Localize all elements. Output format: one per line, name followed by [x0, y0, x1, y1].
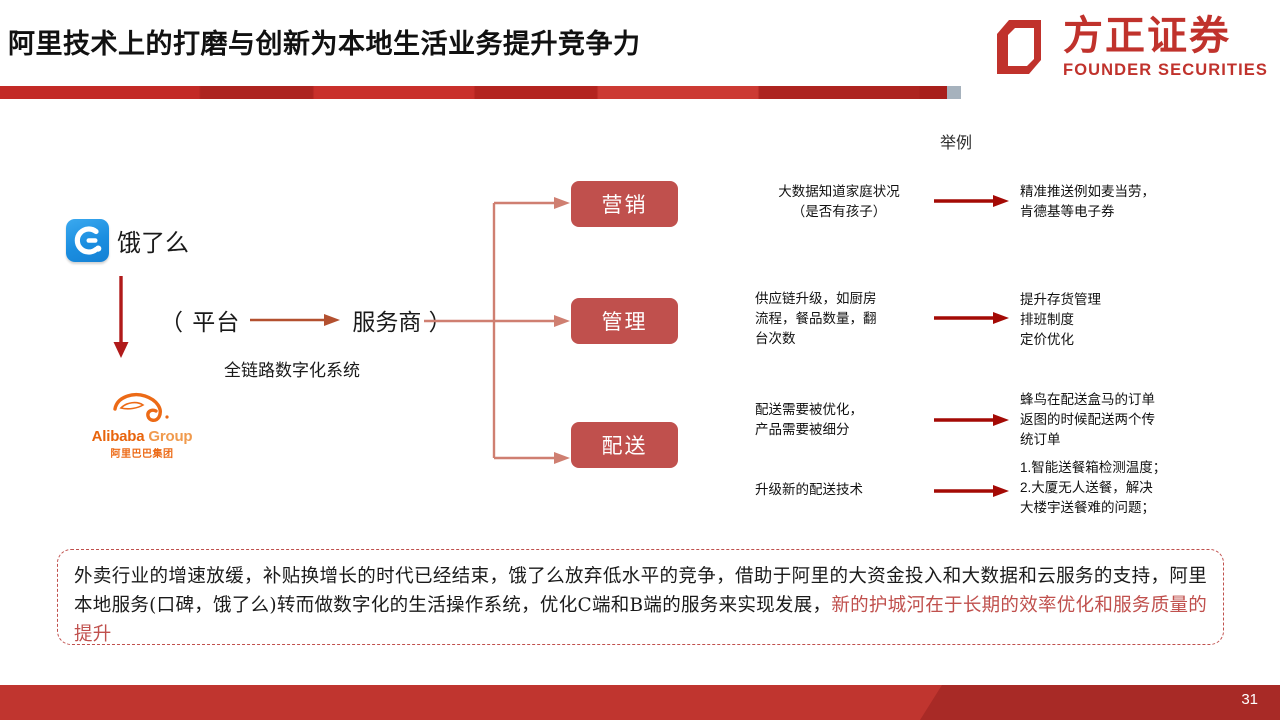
page-title: 阿里技术上的打磨与创新为本地生活业务提升竞争力	[8, 29, 641, 59]
example-need-3: 升级新的配送技术	[755, 482, 863, 497]
platform-to-provider-arrow-icon	[250, 312, 342, 328]
alibaba-name-cn: 阿里巴巴集团	[110, 449, 174, 460]
page-number: 31	[1241, 691, 1258, 708]
alibaba-word-alibaba: Alibaba	[91, 428, 145, 445]
example-arrow-1-icon	[934, 311, 1010, 330]
example-need-0: 大数据知道家庭状况 （是否有孩子）	[778, 184, 900, 219]
eleme-logo-icon	[66, 219, 109, 262]
category-box-management[interactable]: 管理	[571, 298, 678, 344]
category-box-marketing[interactable]: 营销	[571, 181, 678, 227]
alibaba-smile-icon	[78, 391, 206, 428]
digital-chain-label: 全链路数字化系统	[224, 361, 360, 381]
alibaba-brand: Alibaba Group 阿里巴巴集团	[78, 391, 206, 460]
summary-text: 外卖行业的增速放缓，补贴换增长的时代已经结束，饿了么放弃低水平的竞争，借助于阿里…	[74, 562, 1207, 649]
example-arrow-0-icon	[934, 194, 1010, 213]
category-box-delivery[interactable]: 配送	[571, 422, 678, 468]
platform-service-flow: （ 平台 服务商 ）	[160, 303, 452, 337]
alibaba-word-group: Group	[148, 428, 193, 445]
founder-securities-mark-icon	[987, 16, 1049, 78]
example-result-1: 提升存货管理 排班制度 定价优化	[1020, 292, 1101, 347]
example-result-0: 精准推送例如麦当劳， 肯德基等电子券	[1020, 184, 1155, 219]
example-need-2: 配送需要被优化， 产品需要被细分	[755, 402, 863, 437]
header-divider-bar	[0, 86, 947, 99]
eleme-to-alibaba-arrow-icon	[108, 276, 134, 367]
summary-callout-box: 外卖行业的增速放缓，补贴换增长的时代已经结束，饿了么放弃低水平的竞争，借助于阿里…	[57, 549, 1224, 645]
example-arrow-2-icon	[934, 413, 1010, 432]
summary-text-main: 外卖行业的增速放缓，补贴换增长的时代已经结束，饿了么放弃低水平的竞争，借助于阿里…	[74, 566, 1207, 616]
examples-heading: 举例	[940, 133, 973, 152]
example-result-2: 蜂鸟在配送盒马的订单 返图的时候配送两个传 统订单	[1020, 392, 1155, 447]
header-divider-cap	[947, 86, 961, 99]
example-need-1: 供应链升级，如厨房 流程，餐品数量，翻 台次数	[755, 291, 877, 346]
footer-bar	[0, 685, 1280, 720]
brand-logo: 方正证券 FOUNDER SECURITIES	[987, 16, 1268, 79]
brand-name-cn: 方正证券	[1063, 14, 1232, 58]
example-arrow-3-icon	[934, 484, 1010, 503]
footer-wedge	[920, 685, 1280, 720]
service-provider-label: 服务商 ）	[352, 310, 452, 336]
brand-name-en: FOUNDER SECURITIES	[1063, 61, 1268, 79]
alibaba-wordmark: Alibaba Group	[78, 428, 206, 445]
category-bracket-connector	[424, 186, 584, 481]
summary-text-highlight: 新的护城河在于长期的效率优化和服务质量的提升	[74, 595, 1207, 645]
eleme-brand: 饿了么	[66, 219, 189, 262]
eleme-label: 饿了么	[117, 229, 189, 257]
example-result-3: 1.智能送餐箱检测温度； 2.大厦无人送餐，解决 大楼宇送餐难的问题；	[1020, 460, 1167, 515]
brand-text: 方正证券 FOUNDER SECURITIES	[1063, 16, 1268, 79]
platform-label: （ 平台	[160, 310, 241, 336]
